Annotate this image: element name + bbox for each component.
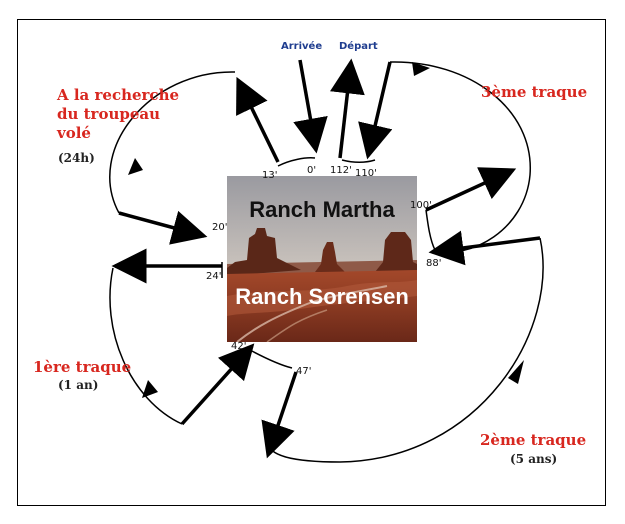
tick-13: 13': [262, 170, 278, 181]
search-title-line-1: A la recherche: [57, 86, 180, 104]
tick-47: 47': [296, 366, 312, 377]
arrow-search-up: [236, 76, 280, 163]
track1-loop-curve: [109, 267, 183, 425]
search-title-line-3: volé: [57, 124, 91, 143]
track1-duration: (1 an): [58, 378, 99, 392]
arrow-arrival-down: [293, 59, 328, 154]
curve-head-track3: [412, 62, 430, 76]
track3-inner: [341, 159, 376, 164]
tick-112: 112': [330, 165, 352, 176]
monument-valley-photo: [227, 176, 417, 342]
track3-title: 3ème traque: [481, 83, 588, 101]
search-loop-curve: [109, 71, 236, 214]
tick-88: 88': [426, 258, 442, 269]
tick-24: 24': [206, 271, 222, 282]
curve-arrowheads: [128, 62, 524, 398]
arrow-track2-out: [428, 230, 541, 266]
tick-42: 42': [231, 341, 247, 352]
diagram-frame: [17, 19, 606, 506]
arrow-track2-in: [261, 371, 298, 459]
arrow-track3-out: [425, 167, 517, 212]
search-loop-inner: [277, 157, 316, 167]
curve-head-track1: [142, 380, 158, 398]
tick-100: 100': [410, 200, 432, 211]
arrow-track3-in: [358, 61, 393, 160]
track3-inner-right: [425, 209, 436, 251]
tick-0: 0': [307, 165, 317, 176]
curve-head-search: [128, 158, 143, 175]
search-duration: (24h): [58, 151, 95, 165]
curve-head-track2: [508, 360, 524, 384]
track2-inner: [249, 349, 293, 369]
track2-title: 2ème traque: [480, 431, 587, 449]
search-title-line-2: du troupeau: [57, 105, 161, 124]
track2-duration: (5 ans): [510, 452, 558, 466]
track2-loop-curve: [267, 237, 544, 463]
arrival-label: Arrivée: [281, 41, 323, 52]
arrow-search-in: [118, 210, 208, 245]
track1-title: 1ère traque: [33, 358, 132, 376]
arrow-track1-in: [180, 343, 255, 426]
journey-arrows: [111, 58, 541, 459]
search-title: A la recherche du troupeau volé: [57, 86, 179, 144]
ranch-martha-label: Ranch Martha: [249, 197, 395, 222]
tick-110: 110': [355, 168, 377, 179]
tick-20: 20': [212, 222, 228, 233]
arrow-departure-up: [330, 58, 365, 159]
ranch-sorensen-label: Ranch Sorensen: [235, 284, 409, 309]
departure-label: Départ: [339, 41, 378, 52]
